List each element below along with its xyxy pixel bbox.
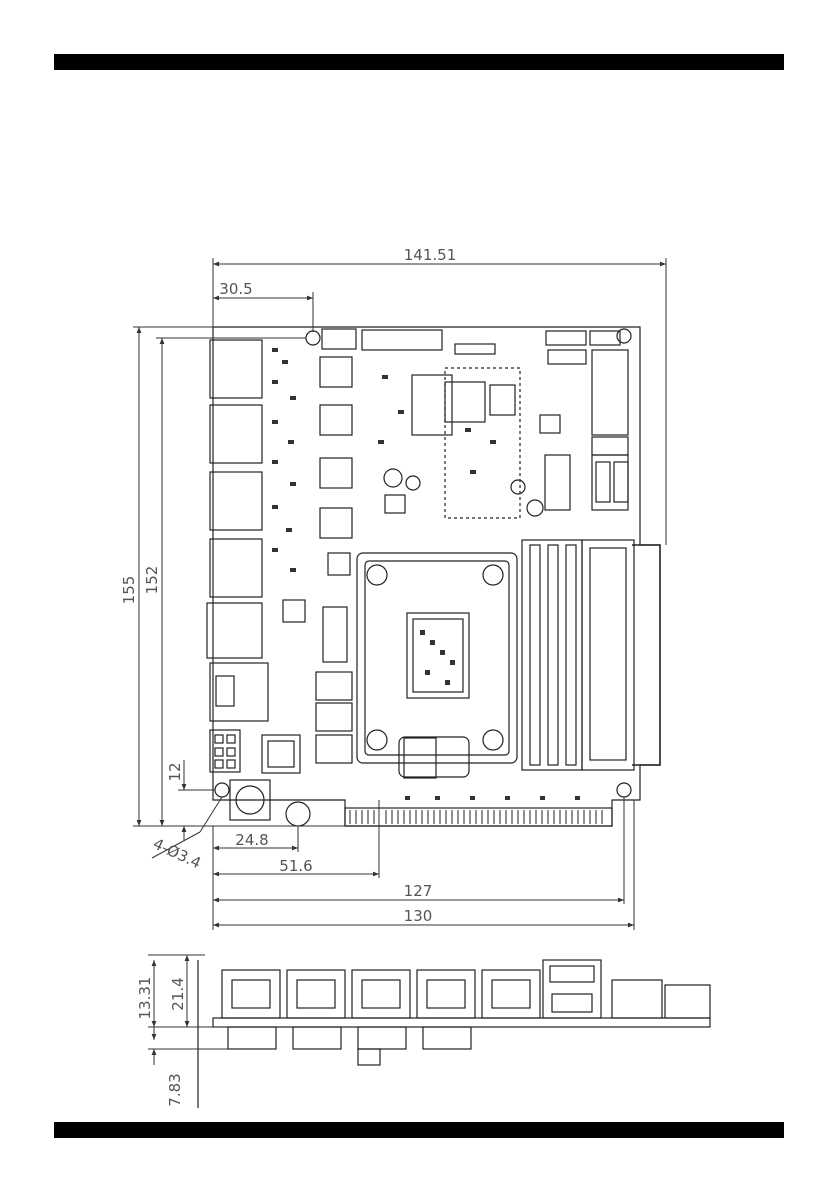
board-top-view — [207, 327, 660, 826]
dim-152: 152 — [143, 566, 161, 595]
side-dimension-lines — [148, 955, 228, 1065]
dim-24-8: 24.8 — [235, 831, 268, 849]
dim-130: 130 — [404, 907, 433, 925]
dim-21-4: 21.4 — [169, 977, 187, 1010]
dim-141-51: 141.51 — [404, 246, 457, 264]
dim-30-5: 30.5 — [219, 280, 252, 298]
dim-7-83: 7.83 — [166, 1073, 184, 1106]
dim-51-6: 51.6 — [279, 857, 312, 875]
dim-13-31: 13.31 — [136, 977, 154, 1020]
board-side-view — [198, 960, 710, 1108]
dim-155: 155 — [120, 576, 138, 605]
dim-hole-spec: 4-Ø3.4 — [150, 835, 203, 873]
footer-bar — [54, 1122, 784, 1138]
dim-127: 127 — [404, 882, 433, 900]
component-pads — [272, 348, 580, 800]
dim-12: 12 — [166, 762, 184, 781]
